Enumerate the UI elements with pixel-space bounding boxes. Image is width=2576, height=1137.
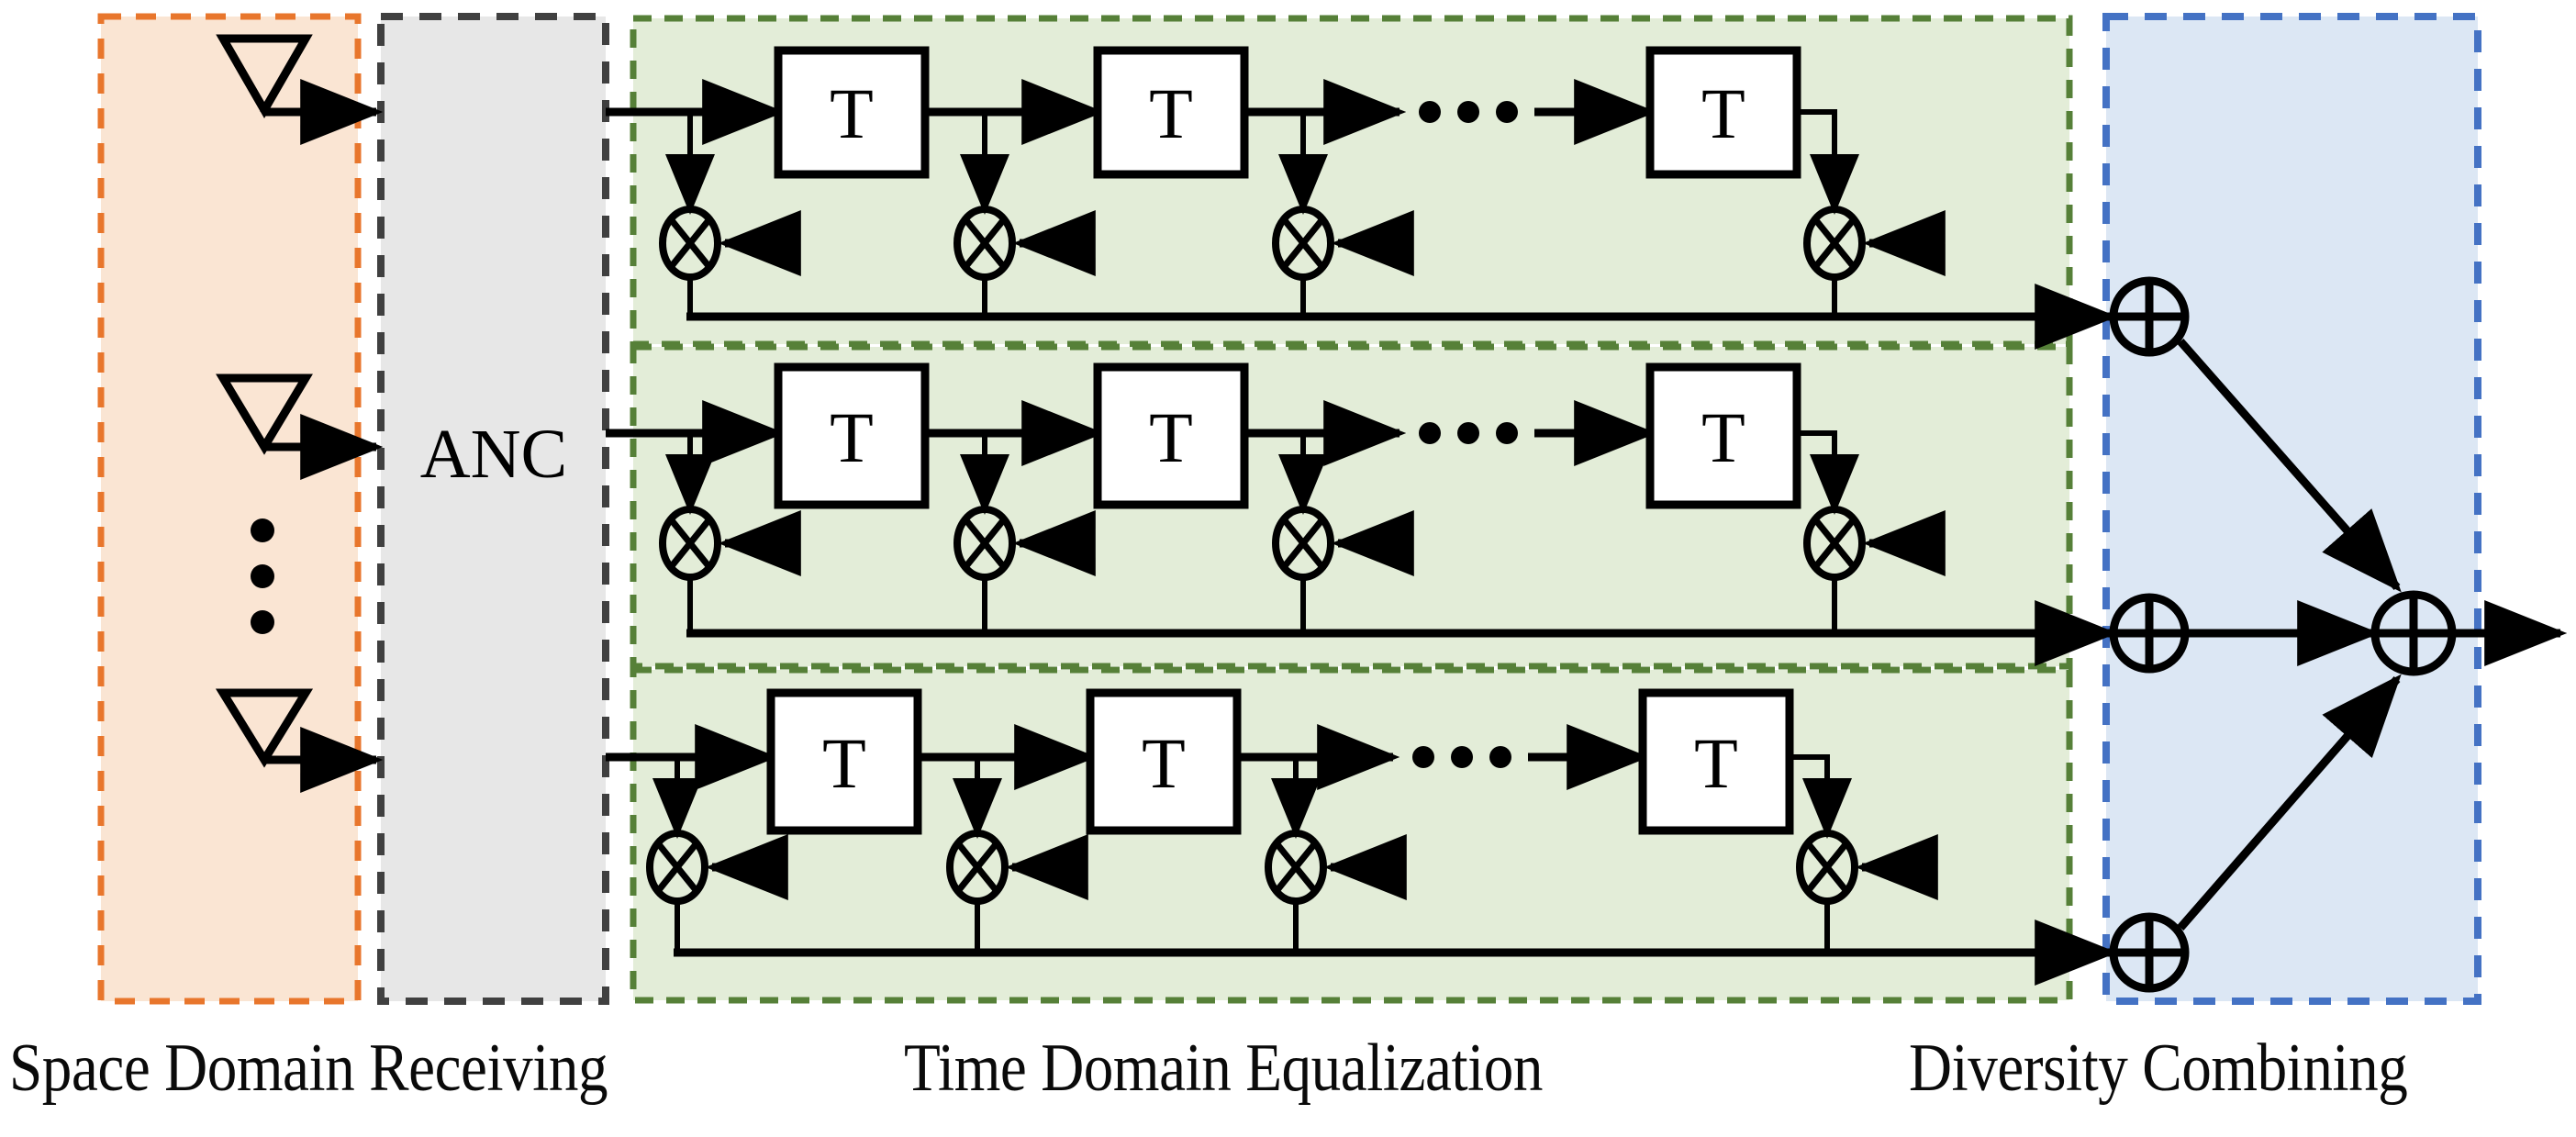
combiner-2 [2109, 593, 2190, 674]
panel-diversity-combining [2102, 13, 2481, 1005]
multiplier-1-3 [1272, 206, 1414, 317]
delay-block-label: T [1142, 723, 1186, 803]
delay-block-label: T [1701, 397, 1745, 477]
multiplier-3-4 [1796, 830, 1938, 953]
combiner-link-top [2177, 339, 2402, 593]
equalizer-branch-top: T T T [606, 46, 2118, 350]
antenna-ellipsis-vertical [251, 518, 274, 634]
multiplier-2-3 [1272, 506, 1414, 633]
multiplier-3-1 [646, 830, 788, 953]
final-combiner [2370, 590, 2457, 676]
panel-anc [377, 13, 609, 1005]
delay-block-2-2: T [1093, 362, 1249, 509]
equalizer-branch-middle: T T T [606, 362, 2118, 666]
multiplier-1-1 [659, 206, 801, 317]
anc-block-label: ANC [420, 416, 567, 493]
section-label-time-domain-equalization: Time Domain Equalization [904, 1031, 1544, 1106]
combiner-3 [2109, 912, 2190, 993]
delay-block-1-2: T [1093, 46, 1249, 179]
delay-block-label: T [830, 397, 874, 477]
antenna-1 [216, 34, 384, 145]
multiplier-2-4 [1803, 506, 1946, 633]
equalizer-branch-bottom: T T T [606, 688, 2118, 986]
delay-block-label: T [830, 73, 874, 153]
multiplier-3-2 [946, 830, 1088, 953]
multiplier-2-2 [953, 506, 1096, 633]
section-label-space-domain-receiving: Space Domain Receiving [9, 1031, 608, 1106]
delay-block-1-1: T [774, 46, 930, 179]
antenna-3 [215, 688, 384, 793]
delay-block-label: T [1701, 73, 1745, 153]
multiplier-1-2 [953, 206, 1096, 317]
delay-block-label: T [1149, 397, 1193, 477]
delay-block-3-1: T [766, 688, 922, 835]
delay-block-2-3: T [1645, 362, 1801, 509]
combiner-link-bottom [2177, 674, 2402, 931]
delay-block-label: T [1694, 723, 1738, 803]
multiplier-2-1 [659, 506, 801, 633]
delay-block-label: T [1149, 73, 1193, 153]
tap-ellipsis-3 [1412, 746, 1511, 768]
combiner-1 [2109, 276, 2190, 357]
tap-ellipsis-2 [1419, 422, 1518, 444]
multiplier-1-4 [1803, 206, 1946, 317]
multiplier-3-3 [1265, 830, 1407, 953]
section-label-diversity-combining: Diversity Combining [1909, 1031, 2408, 1106]
delay-block-1-3: T [1645, 46, 1801, 179]
panel-space-domain-receiving [97, 13, 362, 1005]
delay-block-3-2: T [1086, 688, 1242, 835]
antenna-2 [216, 373, 384, 480]
delay-block-2-1: T [774, 362, 930, 509]
delay-block-label: T [822, 723, 866, 803]
delay-block-3-3: T [1638, 688, 1794, 835]
tap-ellipsis-1 [1419, 101, 1518, 123]
